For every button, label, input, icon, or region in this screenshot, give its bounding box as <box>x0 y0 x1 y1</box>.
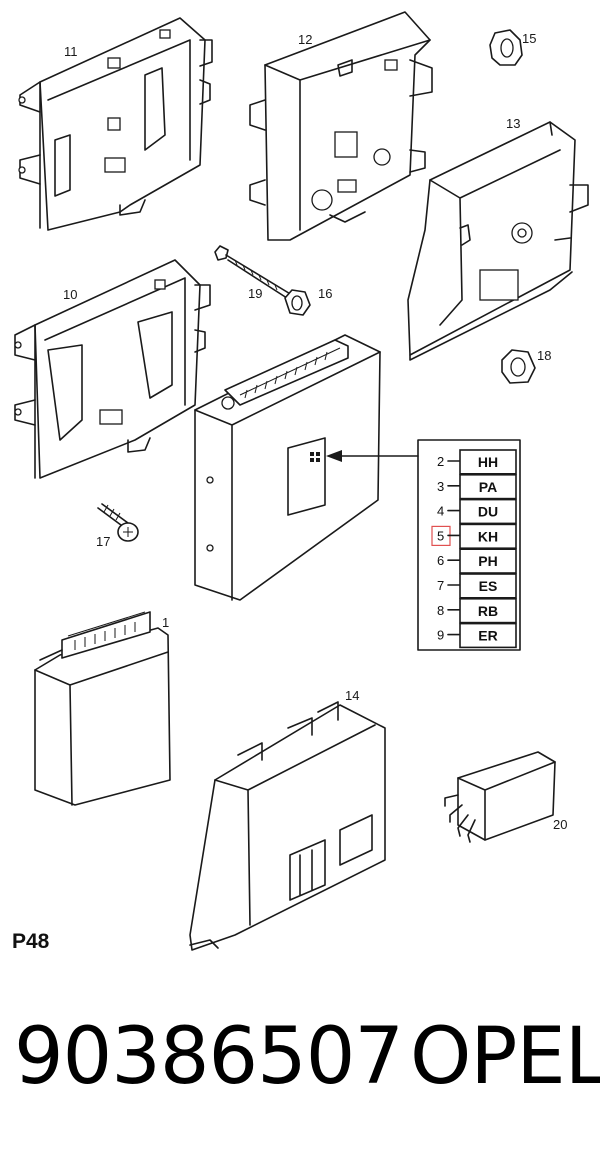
part-number: 90386507 <box>14 1012 404 1102</box>
bolt-part-19[interactable] <box>214 245 293 301</box>
variant-code: PH <box>478 553 497 569</box>
arrow-head-icon <box>326 450 342 462</box>
variant-code: RB <box>478 603 498 619</box>
screw-part-17[interactable] <box>97 503 139 542</box>
code-box <box>459 573 517 599</box>
pin-number: 4 <box>437 504 444 519</box>
callout-10: 10 <box>63 287 77 302</box>
module-part-1[interactable] <box>34 611 171 806</box>
code-box <box>459 498 517 525</box>
bracket-part-10[interactable] <box>14 259 211 479</box>
nut-part-18[interactable] <box>501 349 536 384</box>
variant-code: ES <box>479 578 498 594</box>
callout-17: 17 <box>96 534 110 549</box>
callout-14: 14 <box>345 688 359 703</box>
bracket-part-12[interactable] <box>249 11 433 241</box>
holder-part-14[interactable] <box>189 701 386 951</box>
variant-row: 8 RB <box>437 597 517 624</box>
code-box <box>459 449 517 475</box>
control-unit[interactable] <box>194 334 381 601</box>
pin-number: 8 <box>437 603 444 618</box>
variant-code: DU <box>478 504 498 520</box>
nut-part-15[interactable] <box>489 29 523 66</box>
callout-16: 16 <box>318 286 332 301</box>
variant-row: 6 PH <box>437 548 517 574</box>
relay-part-20[interactable] <box>444 751 556 843</box>
code-box <box>459 473 517 500</box>
variant-box-frame <box>417 439 521 651</box>
variant-code: PA <box>479 479 497 495</box>
diagram-code: P48 <box>12 930 50 953</box>
pin-number: 3 <box>437 479 444 494</box>
code-box <box>459 622 517 649</box>
callout-15: 15 <box>522 31 536 46</box>
bracket-part-11[interactable] <box>18 17 213 231</box>
variant-code-table: 2 HH 3 PA 4 DU 5 KH 6 PH 7 ES 8 RB 9 ER <box>431 449 517 649</box>
variant-row: 9 ER <box>437 622 517 649</box>
pin-number: 7 <box>437 578 444 593</box>
callout-labels: 11 12 15 13 10 19 16 18 17 1 14 20 <box>63 31 567 832</box>
callout-1: 1 <box>162 615 169 630</box>
variant-row: 7 ES <box>437 573 517 599</box>
code-box <box>459 523 517 550</box>
nut-part-16[interactable] <box>284 289 311 316</box>
brand-name: OPEL <box>410 1012 600 1102</box>
callout-19: 19 <box>248 286 262 301</box>
variant-row: 3 PA <box>437 473 517 500</box>
callout-12: 12 <box>298 32 312 47</box>
variant-code: ER <box>478 628 497 644</box>
code-box <box>459 597 517 624</box>
callout-11: 11 <box>64 44 78 59</box>
pin-number: 9 <box>437 628 444 643</box>
pin-number: 2 <box>437 454 444 469</box>
callout-13: 13 <box>506 116 520 131</box>
pin-number: 5 <box>437 528 444 543</box>
pin-number: 6 <box>437 553 444 568</box>
variant-code: KH <box>478 528 498 544</box>
callout-18: 18 <box>537 348 551 363</box>
callout-20: 20 <box>553 817 567 832</box>
code-box <box>459 548 517 574</box>
variant-code: HH <box>478 454 498 470</box>
variant-row: 2 HH <box>437 449 517 475</box>
variant-row: 4 DU <box>437 498 517 525</box>
bracket-part-13[interactable] <box>407 121 589 361</box>
variant-row: 5 KH <box>431 523 517 550</box>
